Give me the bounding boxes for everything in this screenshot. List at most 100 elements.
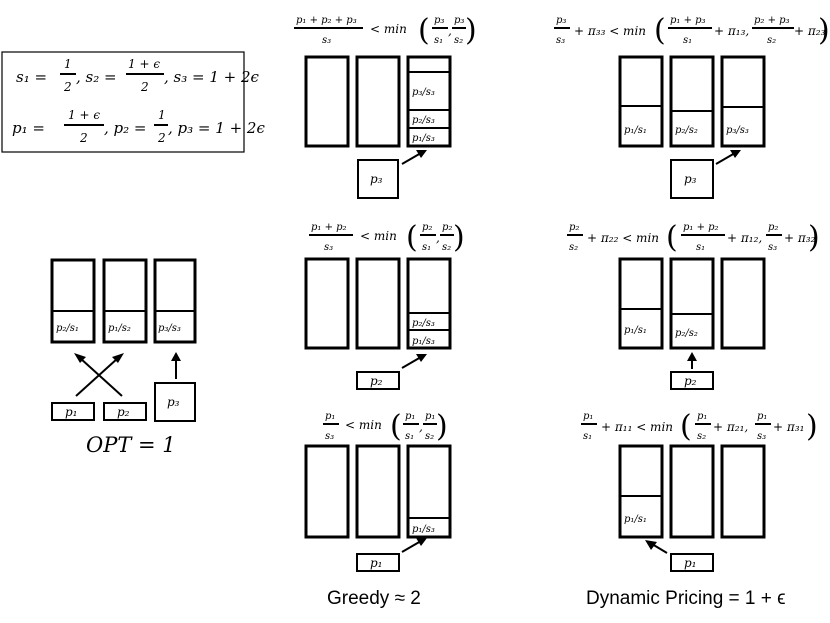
dyn-r3-f1-num: p₁ bbox=[697, 411, 707, 422]
dyn-r2-f2-tail: + π₃₂ bbox=[784, 231, 816, 245]
greedy-r2-f1-num: p₂ bbox=[422, 222, 432, 233]
greedy-r3-mid: < min bbox=[345, 418, 382, 432]
dyn-r1-label-3: p₃/s₃ bbox=[726, 125, 749, 136]
dyn-r1-job-label: p₃ bbox=[684, 172, 697, 186]
dyn-r3-lhs-tail: + π₁₁ < min bbox=[601, 420, 673, 434]
dyn-r3-job bbox=[670, 553, 714, 572]
greedy-r1-job-label: p₃ bbox=[370, 172, 383, 186]
dyn-r1-lhs-den: s₃ bbox=[556, 35, 565, 46]
greedy-r1-stack-3: p₁/s₃ bbox=[412, 133, 435, 144]
greedy-column: p₁ + p₂ + p₃ s₃ < min ( p₃ s₁ , p₃ s₂ ) … bbox=[294, 13, 477, 609]
s1-num: 1 bbox=[64, 57, 72, 71]
p1-text: p₁ = bbox=[12, 119, 45, 137]
greedy-r2-f2-den: s₂ bbox=[442, 242, 451, 253]
s1-den: 2 bbox=[63, 80, 72, 94]
greedy-r2-lhs-den: s₃ bbox=[324, 242, 333, 253]
dyn-r1-machine-2 bbox=[669, 55, 715, 148]
dyn-r2-job bbox=[670, 371, 714, 390]
greedy-r2-machine-2 bbox=[355, 257, 401, 350]
opt-job-p3-label: p₃ bbox=[167, 395, 180, 409]
dyn-r2-label-1: p₁/s₁ bbox=[624, 325, 647, 336]
s2-text: , s₂ = bbox=[76, 68, 117, 86]
svg-text:,: , bbox=[436, 231, 440, 245]
greedy-r3-job bbox=[356, 553, 400, 572]
greedy-r1-f1-num: p₃ bbox=[434, 15, 444, 26]
greedy-r3-f1-num: p₁ bbox=[405, 411, 415, 422]
s2-num: 1 + ϵ bbox=[128, 57, 160, 71]
opt-caption: OPT = 1 bbox=[86, 433, 176, 457]
greedy-r3-lhs-num: p₁ bbox=[325, 411, 335, 422]
dyn-r1-machine-3 bbox=[720, 55, 766, 148]
dyn-r1-job bbox=[670, 159, 714, 199]
greedy-r2-f2-num: p₂ bbox=[442, 222, 452, 233]
greedy-r3-job-label: p₁ bbox=[370, 556, 383, 570]
opt-label-2: p₁/s₂ bbox=[108, 323, 131, 334]
opt-machine-2 bbox=[102, 258, 148, 344]
dyn-r3-machine-1 bbox=[618, 444, 664, 539]
dyn-r3-f1-tail: + π₂₁, bbox=[713, 420, 748, 434]
p1-num: 1 + ϵ bbox=[68, 108, 100, 122]
opt-job-p1-label: p₁ bbox=[65, 405, 78, 419]
greedy-r1-f2-num: p₃ bbox=[454, 15, 464, 26]
svg-text:): ) bbox=[465, 13, 477, 48]
s1-text: s₁ = bbox=[16, 68, 47, 86]
svg-text:): ) bbox=[436, 409, 448, 444]
svg-text:): ) bbox=[818, 13, 830, 48]
dyn-r3-f2-den: s₃ bbox=[757, 431, 766, 442]
dyn-r1-f2-tail: + π₂₃ bbox=[794, 24, 826, 38]
dyn-r2-machine-1 bbox=[618, 257, 664, 350]
dyn-r2-f1-num: p₁ + p₂ bbox=[683, 222, 719, 233]
opt-machine-3 bbox=[153, 258, 197, 344]
greedy-r1-stack-2: p₂/s₃ bbox=[412, 115, 435, 126]
definitions-box: s₁ = 1 2 , s₂ = 1 + ϵ 2 , s₃ = 1 + 2ϵ p₁… bbox=[1, 51, 265, 153]
dynamic-row-3: p₁ s₁ + π₁₁ < min ( p₁ s₂ + π₂₁, p₁ s₃ +… bbox=[581, 409, 818, 572]
p2-num: 1 bbox=[158, 108, 166, 122]
dyn-r1-label-1: p₁/s₁ bbox=[624, 125, 647, 136]
dyn-r1-lhs-num: p₃ bbox=[556, 15, 566, 26]
svg-text:): ) bbox=[808, 220, 820, 255]
dynamic-caption: Dynamic Pricing = 1 + ϵ bbox=[586, 588, 786, 609]
greedy-r3-f2-den: s₂ bbox=[425, 431, 434, 442]
greedy-r1-machine-3 bbox=[406, 55, 452, 148]
svg-text:(: ( bbox=[654, 13, 666, 48]
greedy-row-1: p₁ + p₂ + p₃ s₃ < min ( p₃ s₁ , p₃ s₂ ) … bbox=[294, 13, 477, 199]
opt-job-p1 bbox=[51, 402, 95, 421]
greedy-r3-stack-1: p₁/s₃ bbox=[412, 524, 435, 535]
greedy-r3-machine-2 bbox=[355, 444, 401, 539]
dyn-r1-label-2: p₂/s₂ bbox=[675, 125, 698, 136]
svg-text:(: ( bbox=[390, 409, 402, 444]
dyn-r3-lhs-den: s₁ bbox=[583, 431, 592, 442]
dynamic-column: p₃ s₃ + π₃₃ < min ( p₁ + p₃ s₁ + π₁₃, p₂… bbox=[554, 13, 830, 609]
greedy-r2-job bbox=[356, 371, 400, 390]
opt-label-3: p₃/s₃ bbox=[158, 323, 181, 334]
dyn-r2-f1-den: s₁ bbox=[696, 242, 705, 253]
svg-text:,: , bbox=[419, 420, 423, 434]
dyn-r3-f2-tail: + π₃₁ bbox=[773, 420, 804, 434]
dyn-r2-machine-2 bbox=[669, 257, 715, 350]
dyn-r1-f1-tail: + π₁₃, bbox=[714, 24, 749, 38]
dyn-r3-lhs-num: p₁ bbox=[583, 411, 593, 422]
greedy-r2-f1-den: s₁ bbox=[422, 242, 431, 253]
greedy-r3-machine-3 bbox=[406, 444, 452, 539]
p3-text: , p₃ = 1 + 2ϵ bbox=[168, 119, 265, 137]
dyn-r1-lhs-tail: + π₃₃ < min bbox=[574, 24, 646, 38]
dyn-r2-f2-num: p₂ bbox=[768, 222, 778, 233]
dyn-r1-machine-1 bbox=[618, 55, 664, 148]
dyn-r3-f1-den: s₂ bbox=[697, 431, 706, 442]
greedy-r1-stack-1: p₃/s₃ bbox=[412, 87, 435, 98]
greedy-row-2: p₁ + p₂ s₃ < min ( p₂ s₁ , p₂ s₂ ) p₂/s₃… bbox=[304, 220, 465, 390]
greedy-r1-lhs-den: s₃ bbox=[322, 35, 331, 46]
dyn-r3-label-1: p₁/s₁ bbox=[624, 514, 647, 525]
dyn-r1-f1-den: s₁ bbox=[683, 35, 692, 46]
dynamic-row-1: p₃ s₃ + π₃₃ < min ( p₁ + p₃ s₁ + π₁₃, p₂… bbox=[554, 13, 830, 199]
dyn-r2-label-2: p₂/s₂ bbox=[675, 328, 698, 339]
greedy-r1-job bbox=[357, 159, 399, 199]
svg-text:(: ( bbox=[666, 220, 678, 255]
greedy-r2-machine-3 bbox=[406, 257, 452, 350]
opt-label-1: p₂/s₁ bbox=[56, 323, 79, 334]
greedy-r2-job-label: p₂ bbox=[370, 374, 383, 388]
dyn-r3-machine-2 bbox=[669, 444, 715, 539]
greedy-r1-mid: < min bbox=[370, 22, 407, 36]
greedy-r3-f1-den: s₁ bbox=[405, 431, 414, 442]
